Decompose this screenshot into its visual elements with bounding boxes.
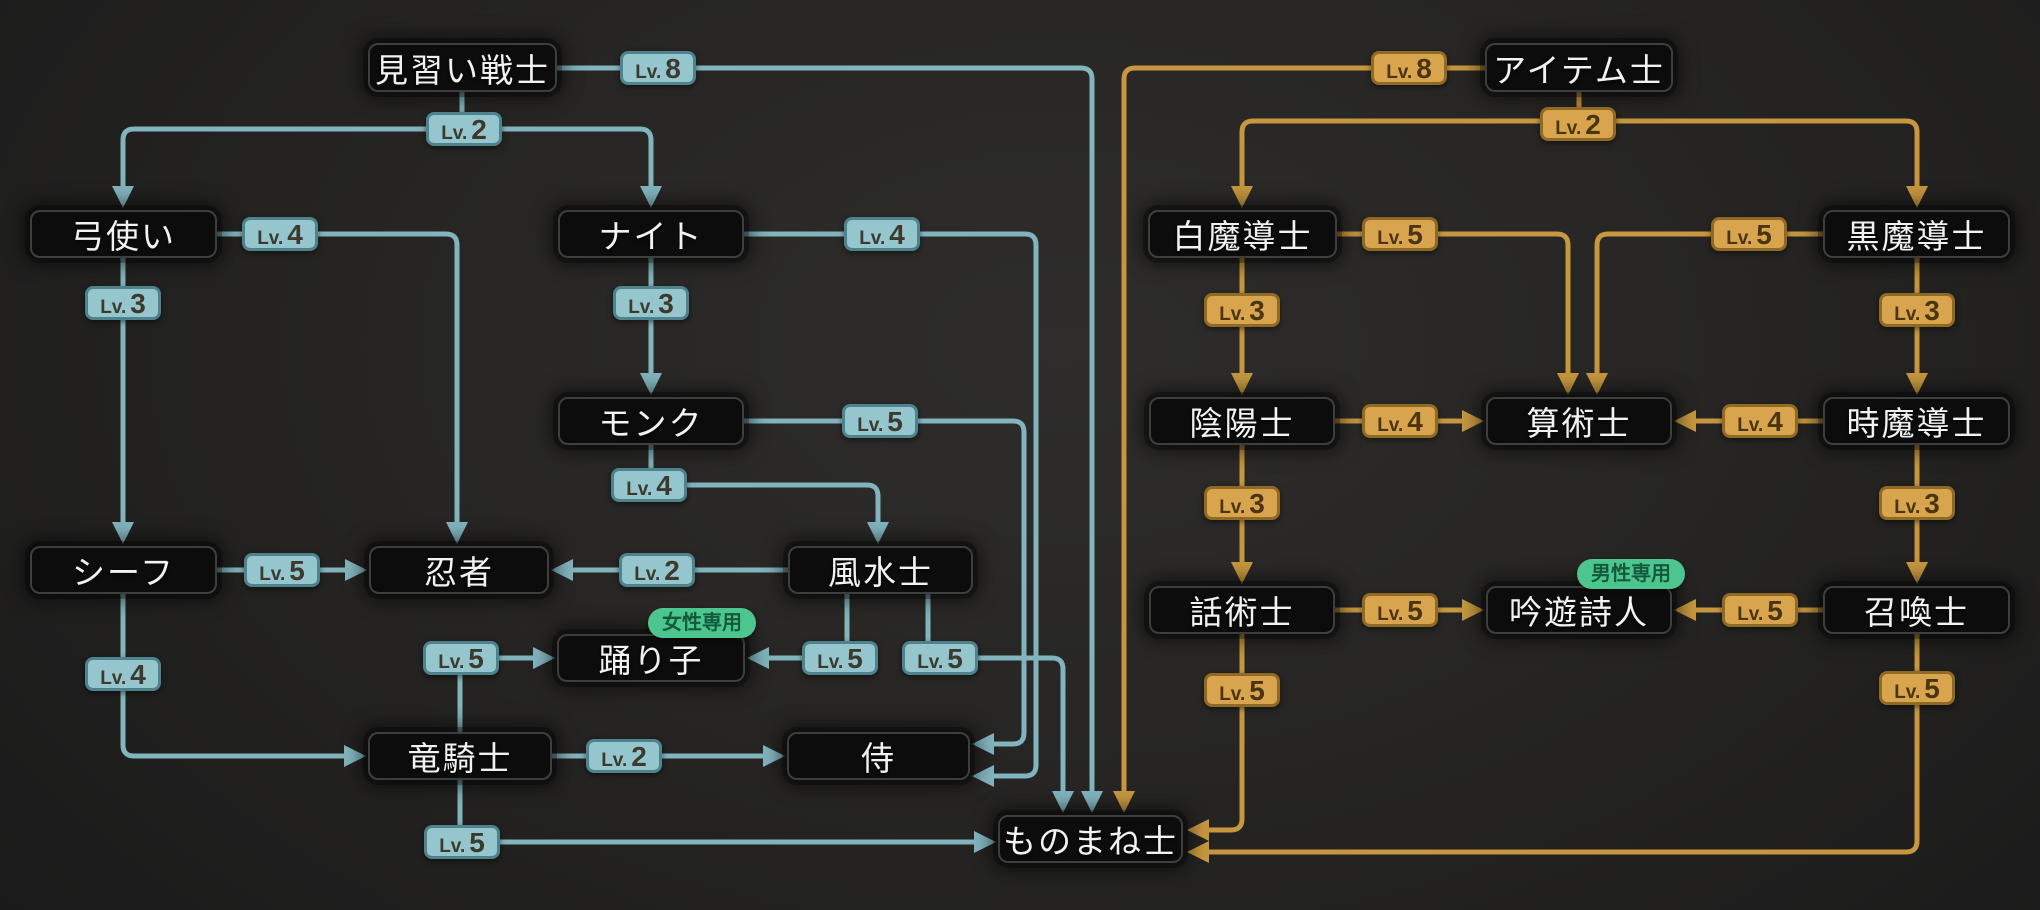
arrowhead-into-geomancer	[867, 522, 889, 544]
arrowhead-into-mime	[1113, 791, 1135, 813]
arrowhead-into-arithmetician	[1557, 373, 1579, 395]
arrowhead-into-mime	[1052, 791, 1074, 813]
arrowhead-into-knight	[640, 186, 662, 208]
edge-monk-to-geomancer	[648, 445, 881, 530]
arrowhead-into-dancer	[747, 647, 769, 669]
arrowhead-into-samurai	[972, 765, 994, 787]
arrowhead-into-arithmetician	[1586, 373, 1608, 395]
arrowhead-into-arithmetician	[1462, 410, 1484, 432]
arrowhead-into-bard	[1674, 599, 1696, 621]
arrowhead-into-ninja	[345, 559, 367, 581]
arrowhead-into-time-mage	[1906, 373, 1928, 395]
edge-archer-to-ninja	[217, 231, 460, 530]
arrowhead-into-ninja	[551, 559, 573, 581]
edge-chemist-to-black-mage	[1579, 118, 1920, 194]
arrowhead-into-mime	[1187, 841, 1209, 863]
arrowhead-into-mime	[1187, 819, 1209, 841]
arrowhead-into-ninja	[446, 522, 468, 544]
edge-dragoon-to-mime	[457, 780, 982, 845]
arrowhead-into-black-mage	[1906, 186, 1928, 208]
arrowhead-into-monk	[640, 373, 662, 395]
edge-white-mage-to-arithmetician	[1337, 231, 1571, 381]
edge-geomancer-to-mime	[925, 594, 1066, 799]
edge-squire-to-mime	[557, 65, 1095, 799]
edge-squire-to-knight	[462, 126, 654, 194]
arrowhead-into-bard	[1462, 599, 1484, 621]
edge-chemist-to-mime	[1121, 65, 1485, 799]
edge-squire-to-archer	[120, 92, 465, 194]
arrowhead-into-arithmetician	[1674, 410, 1696, 432]
arrowhead-into-summoner	[1906, 562, 1928, 584]
edge-thief-to-dragoon	[120, 594, 352, 759]
edge-black-mage-to-arithmetician	[1594, 231, 1823, 381]
arrowhead-into-samurai	[763, 745, 785, 767]
edge-chemist-to-white-mage	[1239, 92, 1582, 194]
arrowhead-into-mime	[974, 831, 996, 853]
arrowhead-into-white-mage	[1231, 186, 1253, 208]
arrowhead-into-samurai	[972, 733, 994, 755]
edge-dragoon-to-dancer	[457, 655, 541, 732]
arrowhead-into-mystic	[1231, 373, 1253, 395]
arrowhead-into-orator	[1231, 562, 1253, 584]
edge-geomancer-to-dancer	[761, 594, 850, 661]
arrowhead-into-dragoon	[344, 745, 366, 767]
edge-monk-to-samurai	[744, 418, 1027, 747]
edge-knight-to-samurai	[744, 231, 1039, 779]
arrowhead-into-archer	[112, 186, 134, 208]
arrowhead-into-thief	[112, 522, 134, 544]
arrowhead-into-mime	[1081, 791, 1103, 813]
edge-orator-to-mime	[1201, 634, 1245, 833]
arrowhead-into-dancer	[533, 647, 555, 669]
edge-summoner-to-mime	[1201, 634, 1920, 855]
